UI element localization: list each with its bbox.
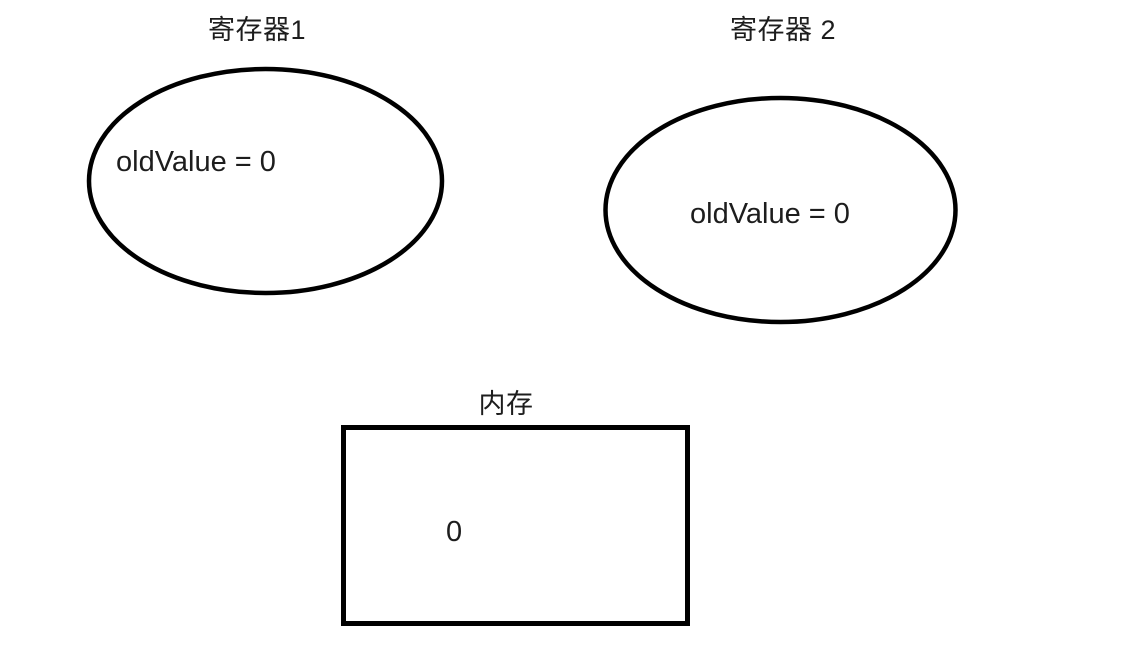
register-1-title: 寄存器1 <box>207 15 307 45</box>
register-1-value: oldValue = 0 <box>116 146 276 178</box>
register-2-value: oldValue = 0 <box>690 198 850 230</box>
memory-title: 内存 <box>478 389 534 419</box>
register-1-ellipse <box>86 66 445 296</box>
register-2-title: 寄存器 2 <box>729 15 837 45</box>
memory-value: 0 <box>446 516 463 548</box>
memory-rectangle <box>341 425 690 626</box>
